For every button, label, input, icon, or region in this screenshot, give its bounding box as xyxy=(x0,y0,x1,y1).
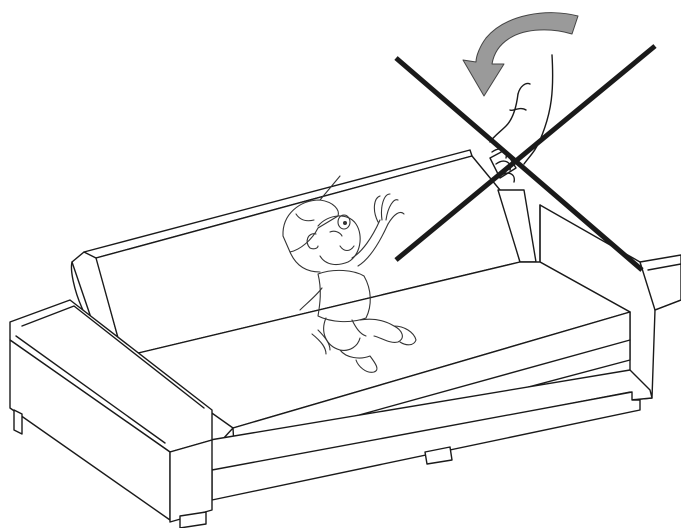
curved-arrow-icon xyxy=(463,13,578,96)
